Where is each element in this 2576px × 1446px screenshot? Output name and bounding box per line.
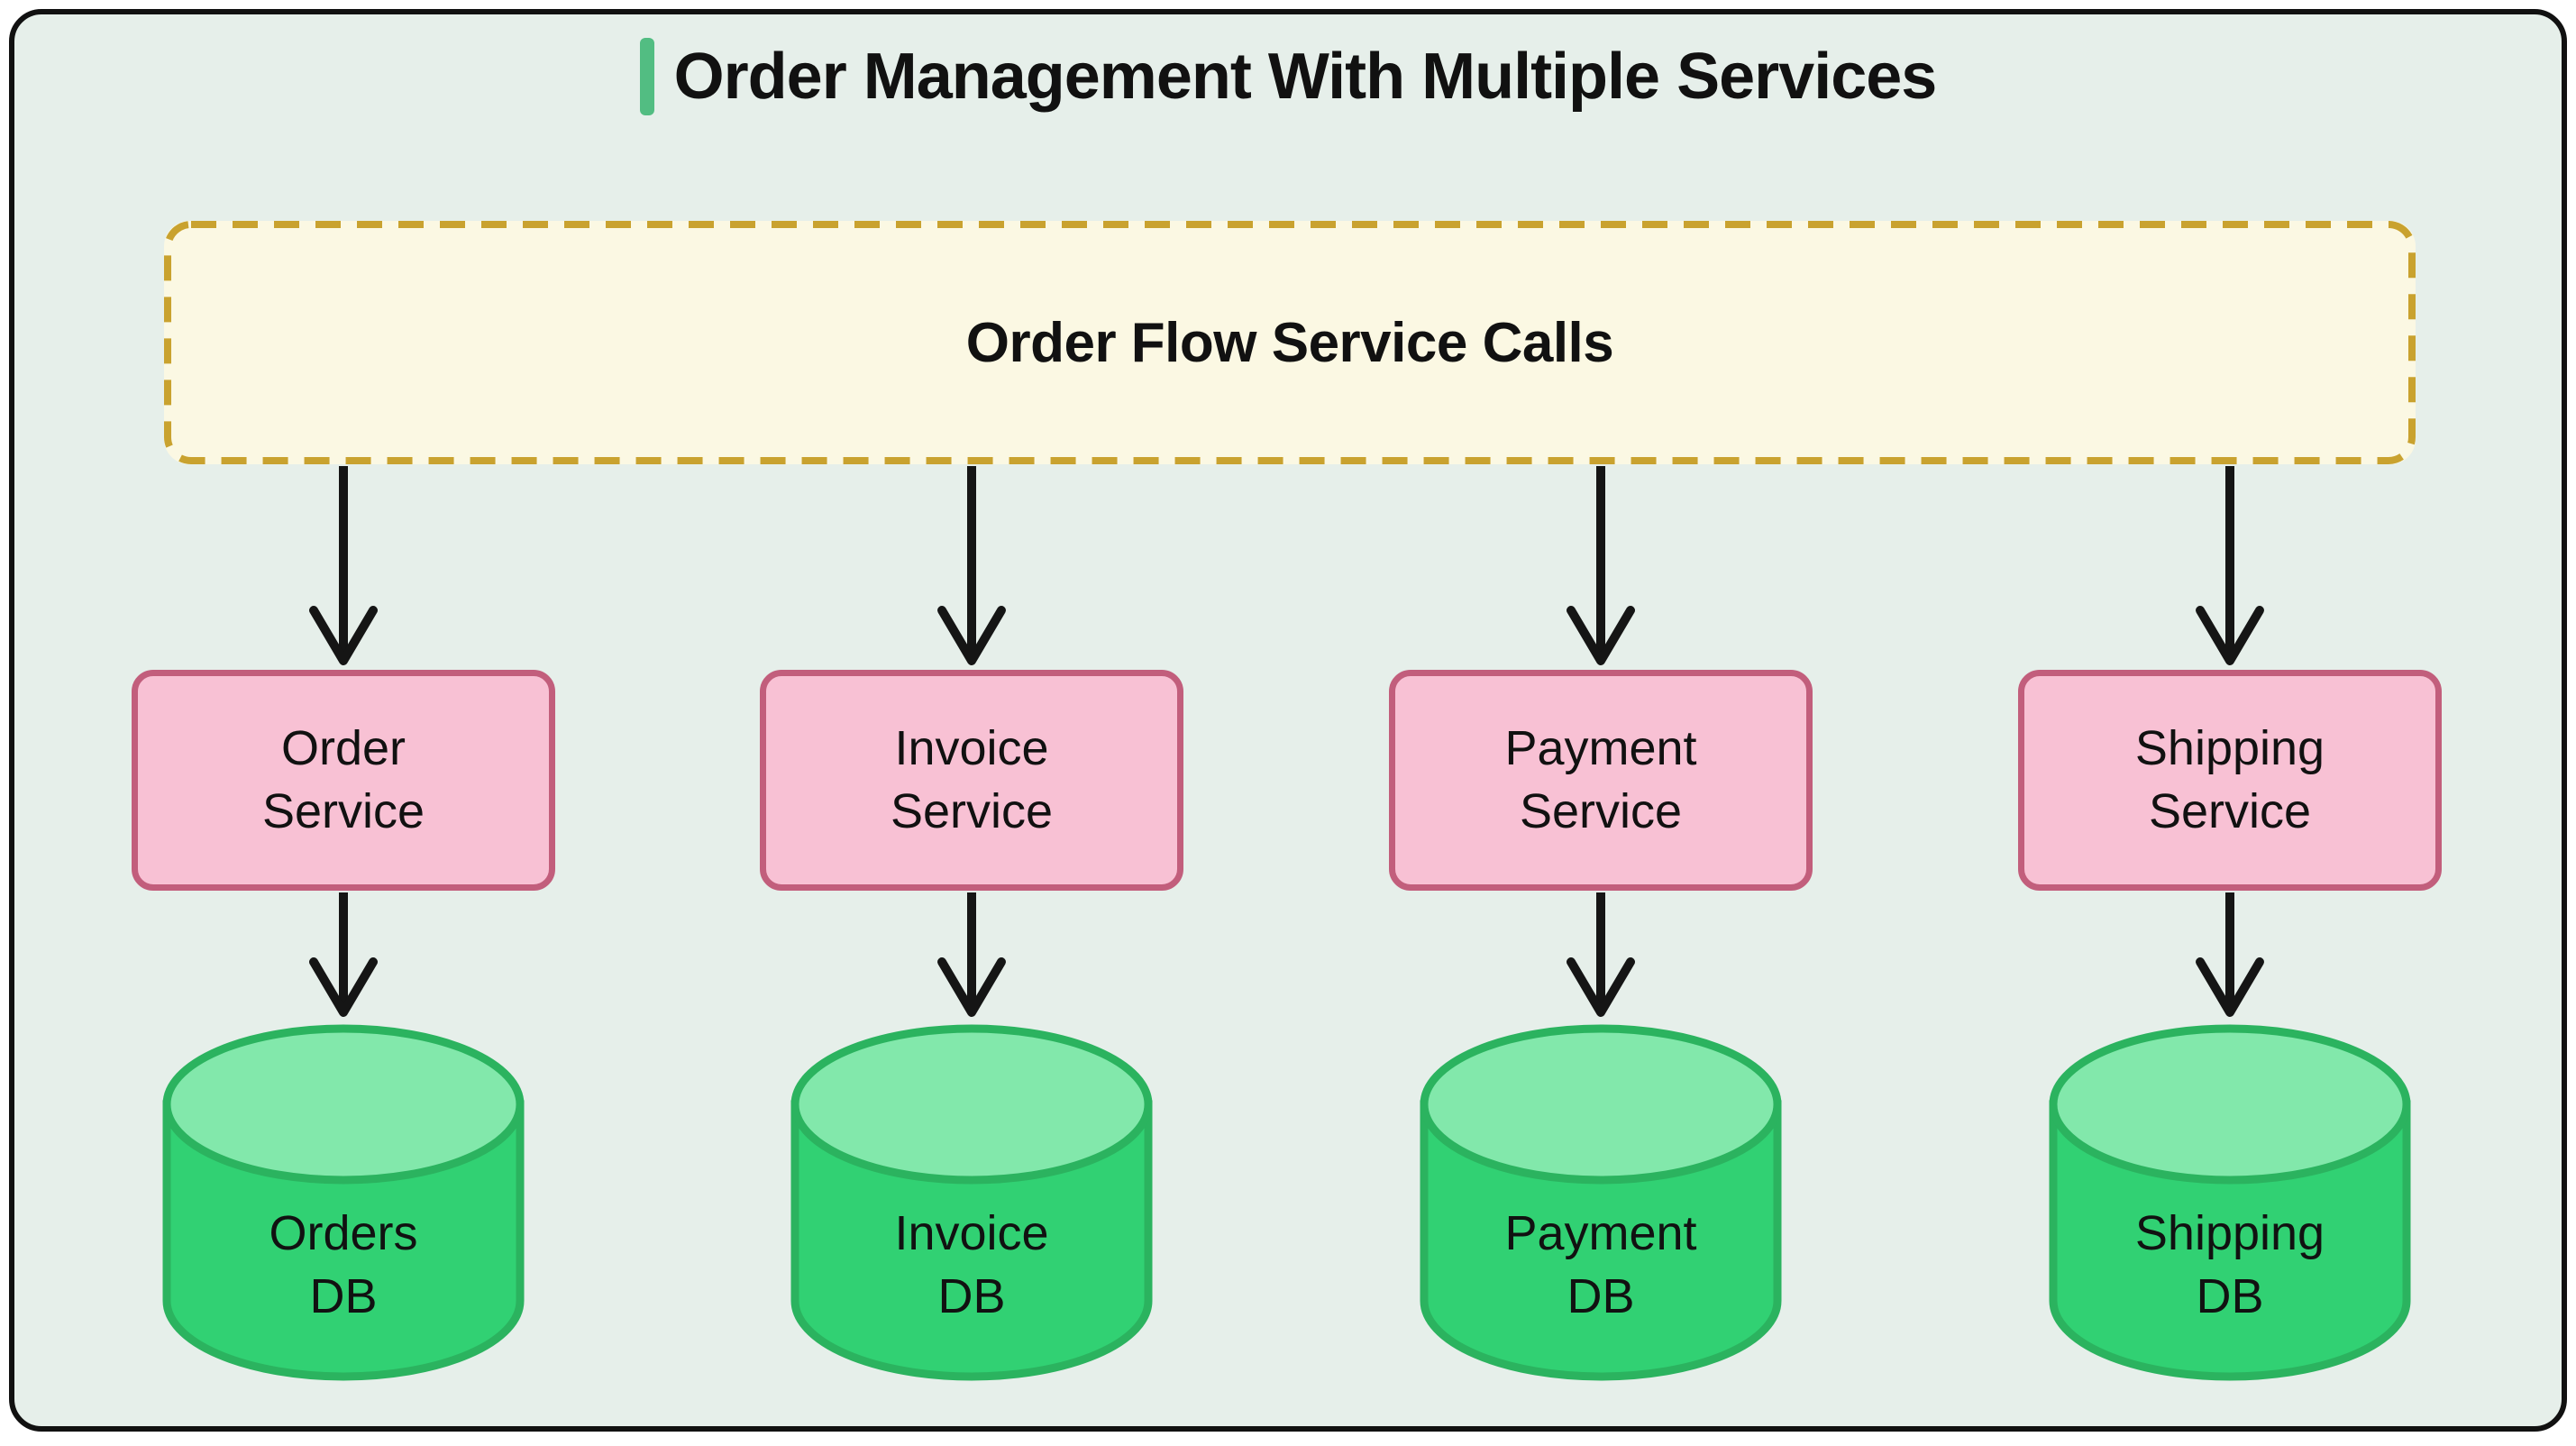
service-label: Order Service bbox=[261, 721, 425, 838]
service-label: Shipping Service bbox=[2134, 721, 2325, 838]
database-cylinder-shape bbox=[790, 1024, 1153, 1381]
database-cylinder-shape bbox=[1420, 1024, 1782, 1381]
order-flow-group-box: Order Flow Service Calls bbox=[164, 221, 2416, 464]
title-accent-bar bbox=[639, 38, 654, 115]
title-row: Order Management With Multiple Services bbox=[0, 38, 2576, 115]
down-arrow-icon bbox=[2196, 466, 2264, 665]
down-arrow-icon bbox=[2196, 892, 2264, 1017]
down-arrow-icon bbox=[937, 466, 1006, 665]
down-arrow-icon bbox=[1567, 466, 1635, 665]
db-label: Orders DB bbox=[269, 1206, 418, 1323]
order-flow-label: Order Flow Service Calls bbox=[965, 311, 1614, 374]
service-label: Payment Service bbox=[1504, 721, 1697, 838]
dashed-border bbox=[164, 221, 2416, 464]
database-cylinder-shipping: Shipping DB bbox=[2045, 1021, 2415, 1382]
database-cylinder-invoice: Invoice DB bbox=[787, 1021, 1156, 1382]
service-box-shipping: Shipping Service bbox=[2018, 670, 2442, 891]
db-label: Shipping DB bbox=[2134, 1206, 2325, 1323]
down-arrow-icon bbox=[309, 892, 378, 1017]
service-box-order: Order Service bbox=[132, 670, 555, 891]
service-label: Invoice Service bbox=[890, 721, 1054, 838]
db-label: Payment DB bbox=[1504, 1206, 1697, 1323]
service-box-invoice: Invoice Service bbox=[760, 670, 1183, 891]
database-cylinder-shape bbox=[2049, 1024, 2411, 1381]
column-invoice: Invoice Service Invoice DB bbox=[760, 464, 1183, 1382]
page-title: Order Management With Multiple Services bbox=[673, 41, 1938, 113]
service-box-payment: Payment Service bbox=[1389, 670, 1813, 891]
database-cylinder-payment: Payment DB bbox=[1416, 1021, 1786, 1382]
down-arrow-icon bbox=[937, 892, 1006, 1017]
down-arrow-icon bbox=[1567, 892, 1635, 1017]
column-shipping: Shipping Service Shipping DB bbox=[2018, 464, 2442, 1382]
column-payment: Payment Service Payment DB bbox=[1389, 464, 1813, 1382]
database-cylinder-shape bbox=[162, 1024, 525, 1381]
db-label: Invoice DB bbox=[894, 1206, 1049, 1323]
column-order: Order Service Orders DB bbox=[132, 464, 555, 1382]
database-cylinder-orders: Orders DB bbox=[159, 1021, 528, 1382]
down-arrow-icon bbox=[309, 466, 378, 665]
